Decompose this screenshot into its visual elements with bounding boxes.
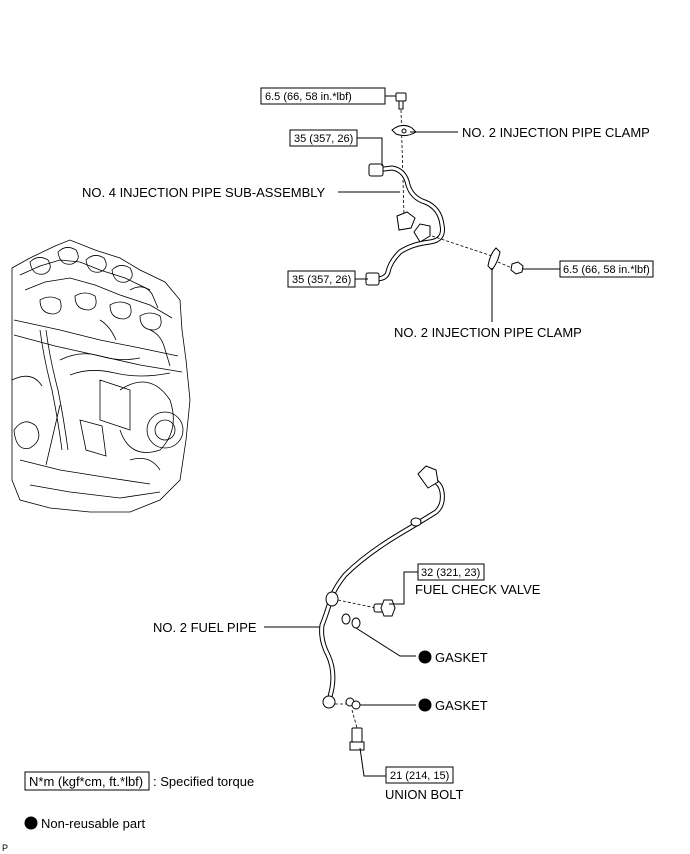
assembly-guide-line [351, 709, 358, 729]
torque-box-pipe-lower: 35 (357, 26) [287, 270, 356, 288]
torque-value: 32 (321, 23) [421, 567, 480, 579]
label-fuel-pipe: NO. 2 FUEL PIPE [153, 620, 257, 635]
injection-pipe-clamp-upper [391, 124, 417, 137]
pipe-union-nut-upper [368, 163, 384, 177]
label-clamp-top: NO. 2 INJECTION PIPE CLAMP [462, 125, 650, 140]
figure-code: P [2, 843, 8, 853]
union-bolt [349, 727, 365, 751]
torque-value: 35 (357, 26) [292, 274, 351, 286]
pipe-grommet-2 [413, 223, 431, 243]
non-reusable-icon [418, 650, 432, 664]
clamp-nut [510, 261, 524, 275]
injection-pipe-sub-assembly [365, 163, 445, 286]
label-gasket-2: GASKET [435, 698, 488, 713]
pipe-grommet-1 [396, 211, 416, 231]
fuel-pipe [319, 465, 445, 709]
torque-box-union-bolt: 21 (214, 15) [385, 766, 454, 784]
torque-value: 35 (357, 26) [294, 133, 353, 145]
torque-box-check-valve: 32 (321, 23) [417, 563, 485, 581]
fuel-pipe-clip [410, 517, 422, 527]
leader-line [355, 627, 416, 657]
legend: N*m (kgf*cm, ft.*lbf) : Specified torque… [24, 771, 254, 831]
non-reusable-icon [418, 698, 432, 712]
torque-value: 21 (214, 15) [390, 770, 449, 782]
gasket-lower-pair [345, 697, 361, 710]
legend-non-reusable: Non-reusable part [41, 816, 145, 831]
torque-value: 6.5 (66, 58 in.*lbf) [563, 264, 650, 276]
torque-box-clamp-nut: 6.5 (66, 58 in.*lbf) [559, 260, 654, 278]
fuel-pipe-end-upper [417, 465, 439, 489]
assembly-guide-line [497, 261, 513, 269]
fuel-pipe-banjo-upper [325, 591, 339, 607]
label-injection-pipe-sub-assembly: NO. 4 INJECTION PIPE SUB-ASSEMBLY [82, 185, 326, 200]
fuel-check-valve [373, 599, 396, 617]
engine-illustration [11, 239, 191, 513]
legend-torque-box [24, 771, 150, 791]
leader-line [359, 747, 386, 777]
legend-torque-unit: N*m (kgf*cm, ft.*lbf) [29, 774, 143, 789]
torque-box-pipe-upper: 35 (357, 26) [289, 129, 358, 147]
torque-value: 6.5 (66, 58 in.*lbf) [265, 91, 352, 103]
fuel-pipe-banjo-lower [322, 695, 336, 709]
legend-torque-desc: : Specified torque [153, 774, 254, 789]
label-union-bolt: UNION BOLT [385, 787, 464, 802]
assembly-guide-line [337, 599, 377, 609]
torque-box-clamp-bolt: 6.5 (66, 58 in.*lbf) [260, 87, 386, 105]
label-clamp-bottom: NO. 2 INJECTION PIPE CLAMP [394, 325, 582, 340]
injection-pipe-clamp-lower [487, 247, 501, 271]
label-gasket-1: GASKET [435, 650, 488, 665]
leader-line [357, 137, 383, 166]
leader-line [389, 571, 418, 605]
gasket-upper-pair [341, 613, 361, 629]
clamp-bolt [395, 92, 407, 110]
assembly-guide-line [431, 235, 493, 257]
label-fuel-check-valve: FUEL CHECK VALVE [415, 582, 541, 597]
non-reusable-icon [24, 816, 38, 830]
